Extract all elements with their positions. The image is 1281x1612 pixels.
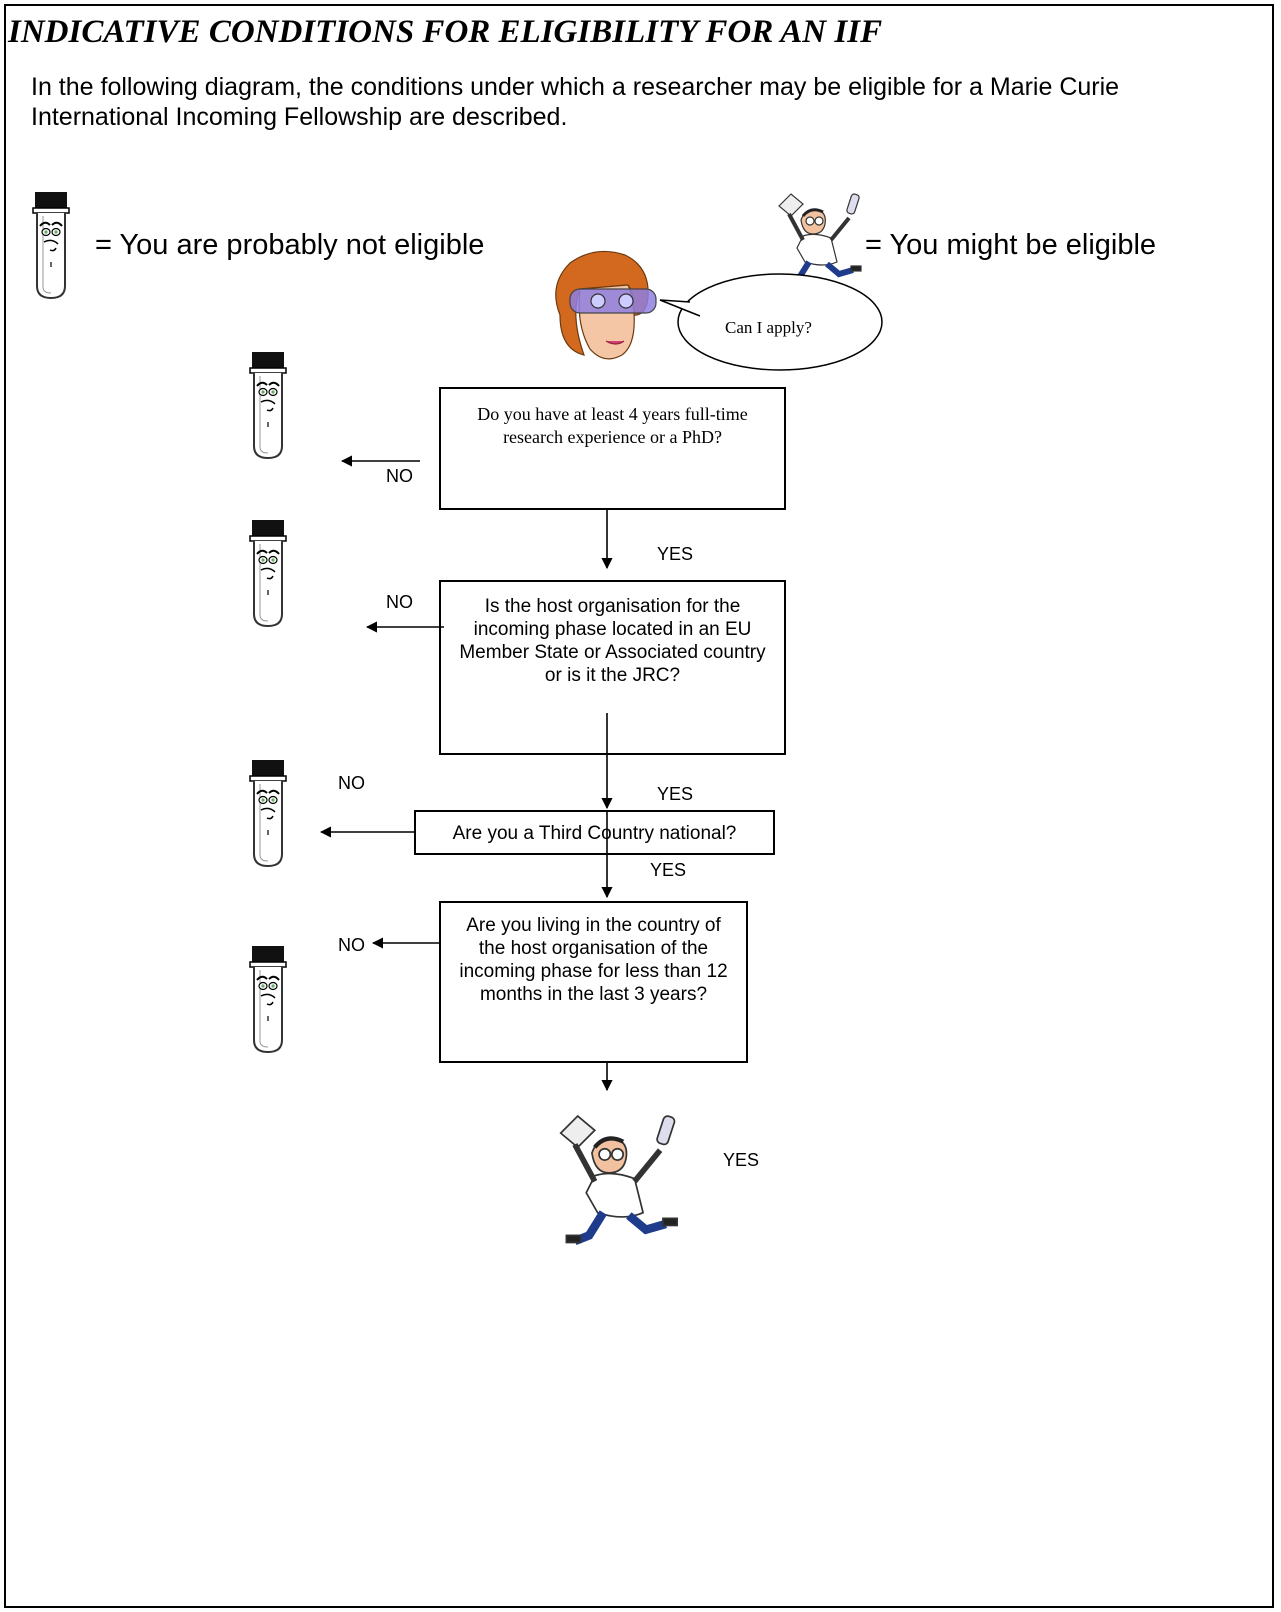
- woman-with-goggles-icon: [540, 245, 665, 370]
- test-tube-icon: [249, 520, 287, 628]
- question-box-residence: Are you living in the country of the hos…: [439, 901, 748, 1063]
- question-box-host-organisation: Is the host organisation for the incomin…: [439, 580, 786, 755]
- question-box-third-country: Are you a Third Country national?: [414, 810, 775, 855]
- label-no-q1: NO: [386, 466, 413, 486]
- label-no-q2: NO: [386, 592, 413, 612]
- test-tube-icon: [249, 760, 287, 868]
- speech-bubble-tail: [659, 299, 701, 317]
- question-text: Is the host organisation for the incomin…: [459, 596, 766, 686]
- label-yes-q3: YES: [650, 860, 687, 880]
- running-scientist-icon: [555, 1110, 680, 1250]
- label-no-q3: NO: [338, 773, 365, 793]
- test-tube-icon: [249, 946, 287, 1054]
- label-no-q4: NO: [338, 935, 365, 955]
- page-frame: [4, 4, 1274, 1608]
- speech-bubble-text: Can I apply?: [725, 318, 812, 337]
- label-yes-q2: YES: [657, 784, 694, 804]
- label-yes-final: YES: [723, 1150, 760, 1170]
- question-box-research-experience: Do you have at least 4 years full-time r…: [439, 387, 786, 510]
- intro-text: In the following diagram, the conditions…: [31, 73, 1120, 131]
- page-title: INDICATIVE CONDITIONS FOR ELIGIBILITY FO…: [8, 14, 883, 50]
- legend-not-eligible: = You are probably not eligible: [95, 229, 485, 261]
- question-text: Are you a Third Country national?: [452, 823, 737, 844]
- test-tube-icon: [32, 192, 70, 300]
- running-scientist-icon: [775, 190, 863, 288]
- legend-might-be-eligible: = You might be eligible: [865, 229, 1157, 261]
- label-yes-q1: YES: [657, 544, 694, 564]
- speech-bubble: [677, 273, 883, 371]
- question-text: Do you have at least 4 years full-time r…: [477, 404, 748, 447]
- question-text: Are you living in the country of the hos…: [459, 915, 728, 1005]
- test-tube-icon: [249, 352, 287, 460]
